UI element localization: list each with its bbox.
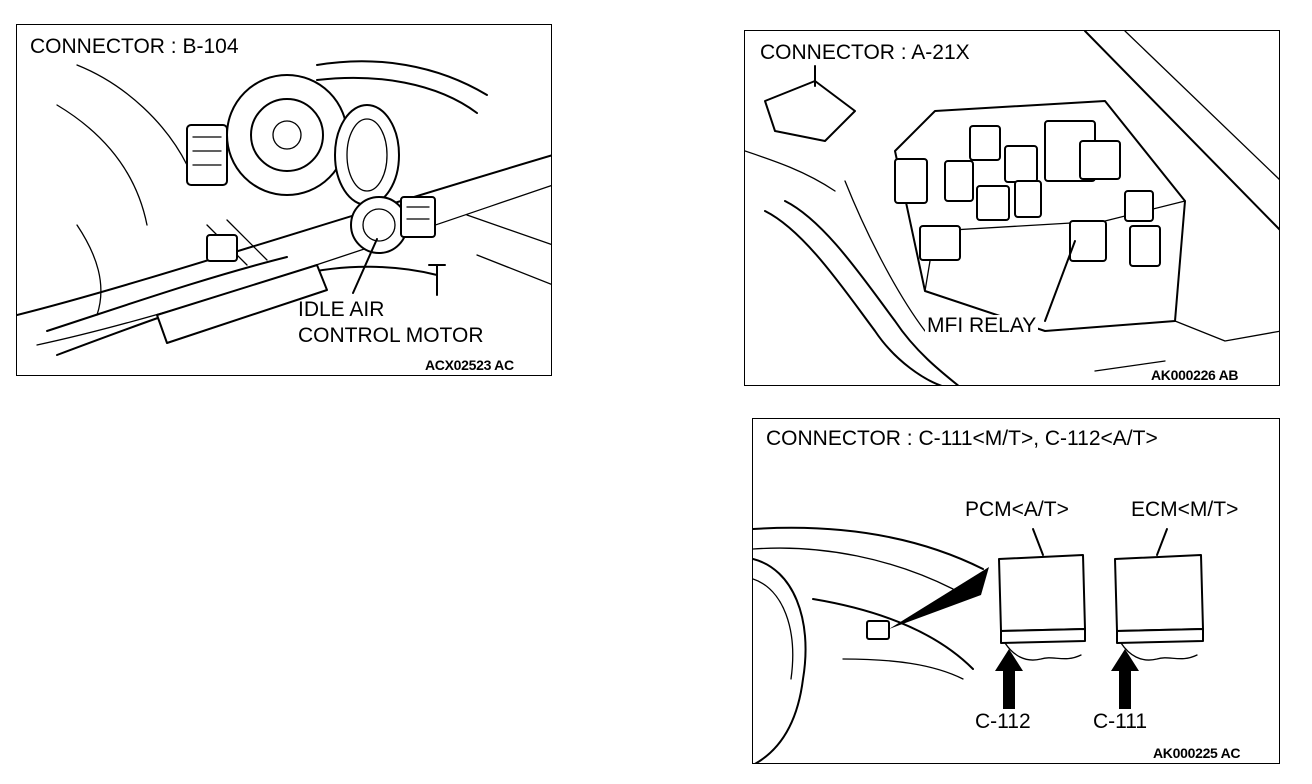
callout-label: IDLE AIR bbox=[298, 298, 385, 321]
figure-panel-b104: CONNECTOR : B-104 IDLE AIR CONTROL MOTOR… bbox=[16, 24, 552, 376]
figure-code: ACX02523 AC bbox=[425, 357, 514, 373]
figure-panel-c111-c112: CONNECTOR : C-111<M/T>, C-112<A/T> PCM<A… bbox=[752, 418, 1280, 764]
dashboard-ecu-illustration bbox=[753, 526, 1204, 763]
callout-label: MFI RELAY bbox=[925, 314, 1039, 338]
connector-label-c111: C-111 bbox=[1093, 710, 1148, 733]
figure-code: AK000225 AC bbox=[1153, 745, 1241, 761]
callout-label: CONTROL MOTOR bbox=[298, 324, 484, 347]
figure-panel-a21x: CONNECTOR : A-21X MFI RELAY AK000226 AB bbox=[744, 30, 1280, 386]
module-label-ecm: ECM<M/T> bbox=[1131, 498, 1239, 521]
panel-title: CONNECTOR : A-21X bbox=[757, 41, 973, 64]
panel-title: CONNECTOR : C-111<M/T>, C-112<A/T> bbox=[763, 427, 1161, 450]
panel-title: CONNECTOR : B-104 bbox=[27, 35, 242, 58]
relay-box-illustration bbox=[745, 31, 1279, 385]
module-label-pcm: PCM<A/T> bbox=[965, 498, 1069, 521]
throttle-body-illustration bbox=[17, 60, 551, 356]
connector-label-c112: C-112 bbox=[975, 710, 1031, 733]
figure-code: AK000226 AB bbox=[1151, 367, 1239, 383]
